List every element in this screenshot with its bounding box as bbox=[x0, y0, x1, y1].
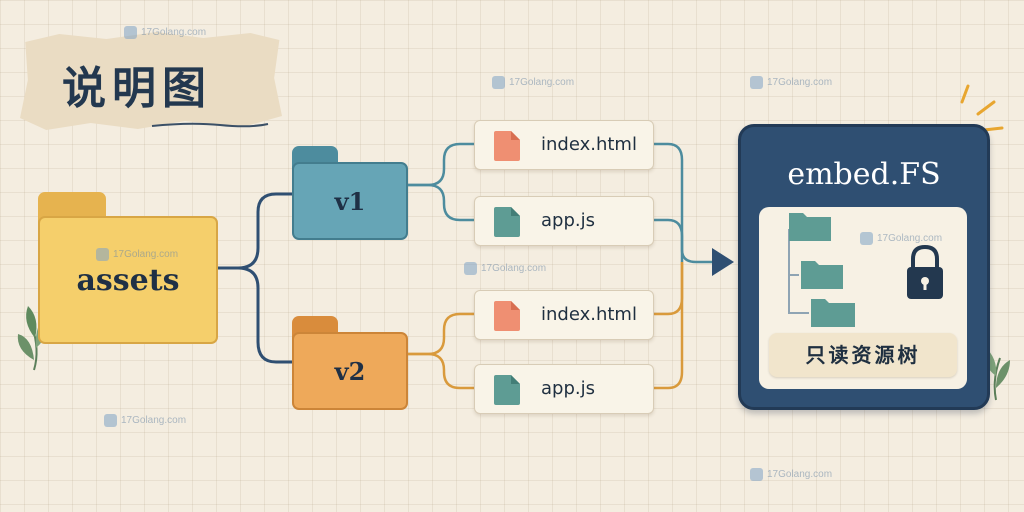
html-file-icon bbox=[494, 301, 520, 331]
watermark: 17Golang.com bbox=[750, 76, 832, 89]
watermark-logo-icon bbox=[104, 414, 117, 427]
watermark: 17Golang.com bbox=[860, 232, 942, 245]
connector-v2-index bbox=[408, 312, 474, 356]
watermark-logo-icon bbox=[860, 232, 873, 245]
folder-icon bbox=[789, 213, 831, 241]
embed-fs-title: embed.FS bbox=[787, 157, 941, 192]
watermark: 17Golang.com bbox=[492, 76, 574, 89]
title-underline bbox=[151, 122, 269, 128]
js-file-icon bbox=[494, 375, 520, 405]
file-card-v1-app[interactable]: app.js bbox=[474, 196, 654, 246]
watermark: 17Golang.com bbox=[750, 468, 832, 481]
folder-v2[interactable]: v2 bbox=[292, 316, 408, 410]
file-name: index.html bbox=[541, 134, 637, 155]
watermark: 17Golang.com bbox=[104, 414, 186, 427]
watermark-logo-icon bbox=[492, 76, 505, 89]
folder-v1[interactable]: v1 bbox=[292, 146, 408, 240]
js-file-icon bbox=[494, 207, 520, 237]
folder-v1-label: v1 bbox=[292, 162, 408, 240]
connector-assets-v1 bbox=[218, 192, 292, 270]
embed-fs-content: 只读资源树 bbox=[759, 207, 967, 389]
connector-v2-app bbox=[408, 352, 474, 390]
connector-v2-app-out bbox=[652, 262, 684, 390]
file-card-v1-index[interactable]: index.html bbox=[474, 120, 654, 170]
title-paper-background bbox=[20, 32, 282, 130]
file-name: app.js bbox=[541, 210, 595, 231]
watermark: 17Golang.com bbox=[96, 248, 178, 261]
file-name: app.js bbox=[541, 378, 595, 399]
file-card-v2-index[interactable]: index.html bbox=[474, 290, 654, 340]
connector-v1-app-out bbox=[652, 218, 684, 262]
sparkle-icon bbox=[960, 84, 1004, 132]
watermark-logo-icon bbox=[124, 26, 137, 39]
watermark-logo-icon bbox=[464, 262, 477, 275]
lock-icon bbox=[907, 244, 943, 299]
folder-assets[interactable]: assets bbox=[38, 192, 218, 344]
connector-v1-app bbox=[408, 183, 474, 222]
embed-fs-panel[interactable]: embed.FS 只读资源树 bbox=[738, 124, 990, 410]
connector-v1-index-out bbox=[652, 142, 714, 264]
connector-assets-v2 bbox=[218, 266, 292, 364]
watermark: 17Golang.com bbox=[464, 262, 546, 275]
folder-assets-label: assets bbox=[38, 216, 218, 344]
page-title: 说明图 bbox=[62, 63, 212, 114]
file-card-v2-app[interactable]: app.js bbox=[474, 364, 654, 414]
folder-v2-label: v2 bbox=[292, 332, 408, 410]
connector-v2-index-out bbox=[652, 262, 684, 316]
html-file-icon bbox=[494, 131, 520, 161]
folder-icon bbox=[801, 261, 843, 289]
watermark: 17Golang.com bbox=[124, 26, 206, 39]
tree-icon bbox=[788, 213, 943, 327]
folder-icon bbox=[811, 299, 855, 327]
readonly-tree-label: 只读资源树 bbox=[769, 333, 957, 377]
watermark-logo-icon bbox=[750, 76, 763, 89]
watermark-logo-icon bbox=[750, 468, 763, 481]
file-name: index.html bbox=[541, 304, 637, 325]
connector-v1-index bbox=[408, 142, 474, 187]
arrow-right-icon bbox=[712, 248, 734, 276]
watermark-logo-icon bbox=[96, 248, 109, 261]
